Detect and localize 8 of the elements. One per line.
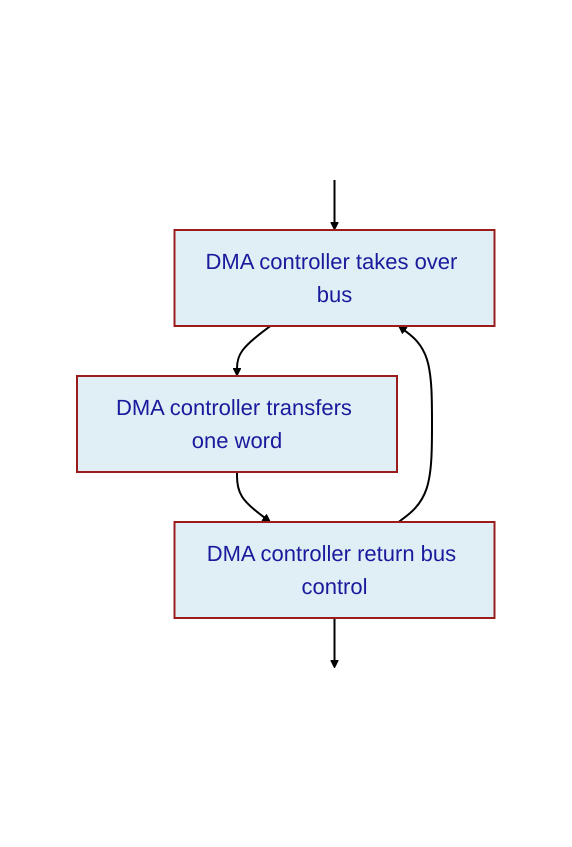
arrow — [232, 324, 272, 376]
arrow — [330, 618, 340, 668]
arrow — [236, 472, 272, 522]
arrow — [398, 325, 434, 522]
arrow — [330, 180, 340, 230]
node-box: DMA controller takes over bus — [174, 228, 496, 326]
node-box: DMA controller return bus control — [174, 520, 496, 618]
node-box: DMA controller transfers one word — [76, 374, 398, 472]
